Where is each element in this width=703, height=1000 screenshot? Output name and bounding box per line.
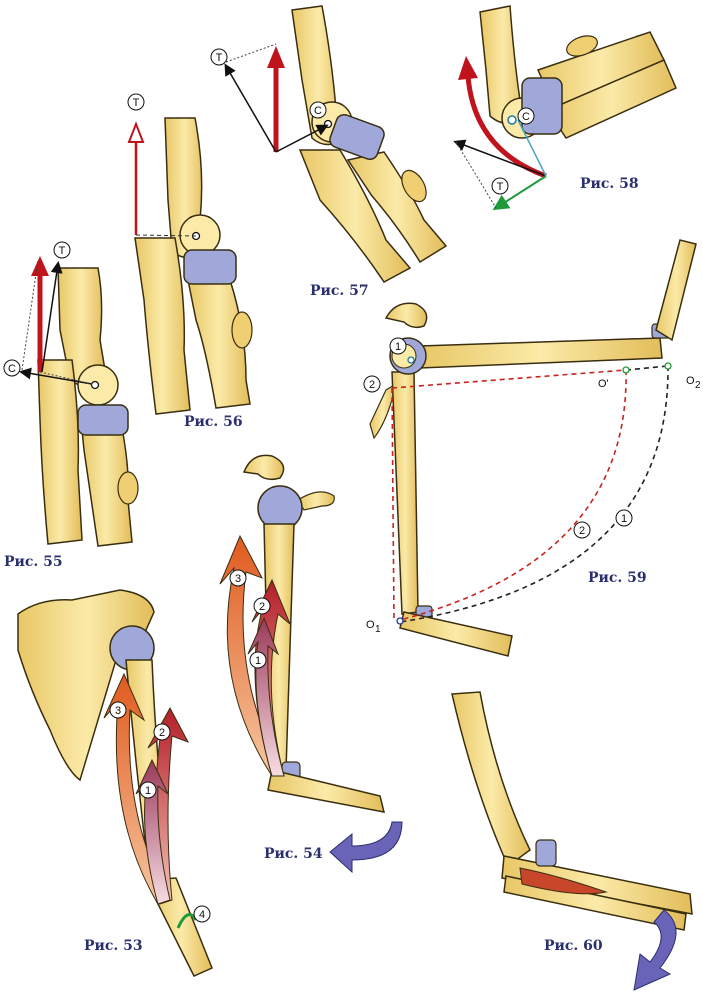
label-o1: O [366, 619, 375, 631]
label-arc-1: 1 [621, 513, 627, 525]
rotation-arrow [330, 822, 402, 872]
caption-fig-54: Рис. 54 [264, 846, 323, 862]
humerus-horizontal [420, 338, 662, 368]
caption-fig-55: Рис. 55 [4, 554, 63, 570]
force-vector-red-head [458, 56, 478, 80]
label-1: 1 [145, 785, 151, 797]
label-3: 3 [235, 573, 241, 585]
force-vector-t [226, 66, 276, 152]
ulna-bone [38, 360, 82, 544]
rotation-center-marker [508, 116, 516, 124]
forearm-bones [268, 770, 384, 812]
label-o2: O [686, 375, 695, 387]
caption-fig-59: Рис. 59 [588, 570, 647, 586]
figure-58-elbow-joint: C T [456, 6, 676, 208]
label-o2-sub: 2 [695, 380, 701, 391]
figure-59-arm-rotation: 1 2 2 1 O' O 2 O 1 [364, 240, 701, 656]
dotted-guide [226, 44, 276, 62]
force-vector-red-head [129, 124, 143, 142]
label-t: T [133, 97, 140, 109]
rotation-arrow [634, 910, 676, 990]
dashed-line-red-horizontal [392, 370, 626, 388]
label-t: T [59, 245, 66, 257]
humerus-bone [452, 692, 530, 866]
joint-cartilage [184, 250, 236, 284]
label-t: T [497, 181, 504, 193]
label-o-prime: O' [598, 378, 609, 390]
caption-fig-60: Рис. 60 [544, 938, 603, 954]
dotted-guide [22, 260, 38, 370]
humerus-vertical [392, 372, 418, 614]
label-c: C [522, 111, 530, 123]
label-c: C [314, 105, 322, 117]
caption-fig-57: Рис. 57 [310, 283, 369, 299]
point-o2 [665, 363, 671, 369]
ulna-bone [135, 238, 190, 414]
figure-56-elbow-joint: T [128, 94, 252, 414]
caption-fig-53: Рис. 53 [84, 938, 143, 954]
label-1: 1 [395, 341, 401, 353]
force-vector-red-head [267, 46, 285, 68]
rotation-center-marker [92, 382, 99, 389]
radial-head [232, 312, 252, 348]
label-t: T [216, 52, 223, 64]
label-4: 4 [199, 909, 205, 921]
radial-head [118, 472, 138, 504]
caption-fig-56: Рис. 56 [184, 414, 243, 430]
label-2: 2 [259, 601, 265, 613]
label-o1-sub: 1 [375, 624, 381, 635]
figure-55-elbow-joint: T C [4, 242, 138, 546]
label-3: 3 [115, 705, 121, 717]
dashed-line-black-horizontal [626, 366, 668, 370]
label-arc-2: 2 [579, 525, 585, 537]
point-o-prime [623, 367, 629, 373]
figure-54-arm-muscles: 3 2 1 [220, 455, 402, 872]
shoulder-acromion [244, 455, 284, 479]
coracoid [298, 492, 334, 510]
elbow-cartilage [536, 840, 556, 866]
pivot-marker [408, 357, 414, 363]
force-vector-t [42, 264, 58, 372]
force-vector-red-head [31, 256, 49, 276]
shoulder-acromion [386, 303, 427, 327]
joint-cartilage [78, 405, 128, 435]
caption-fig-58: Рис. 58 [580, 176, 639, 192]
joint-cartilage [522, 78, 562, 134]
figure-57-elbow-joint: T C [211, 6, 446, 282]
dotted-guide [456, 142, 496, 208]
label-1: 1 [255, 655, 261, 667]
figure-53-shoulder-arm: 3 2 1 4 [18, 590, 212, 976]
forearm-vertical [656, 240, 696, 340]
label-2: 2 [369, 379, 375, 391]
point-o1 [397, 618, 403, 624]
label-c: C [8, 363, 16, 375]
label-2: 2 [159, 727, 165, 739]
forearm-horizontal [400, 612, 512, 656]
